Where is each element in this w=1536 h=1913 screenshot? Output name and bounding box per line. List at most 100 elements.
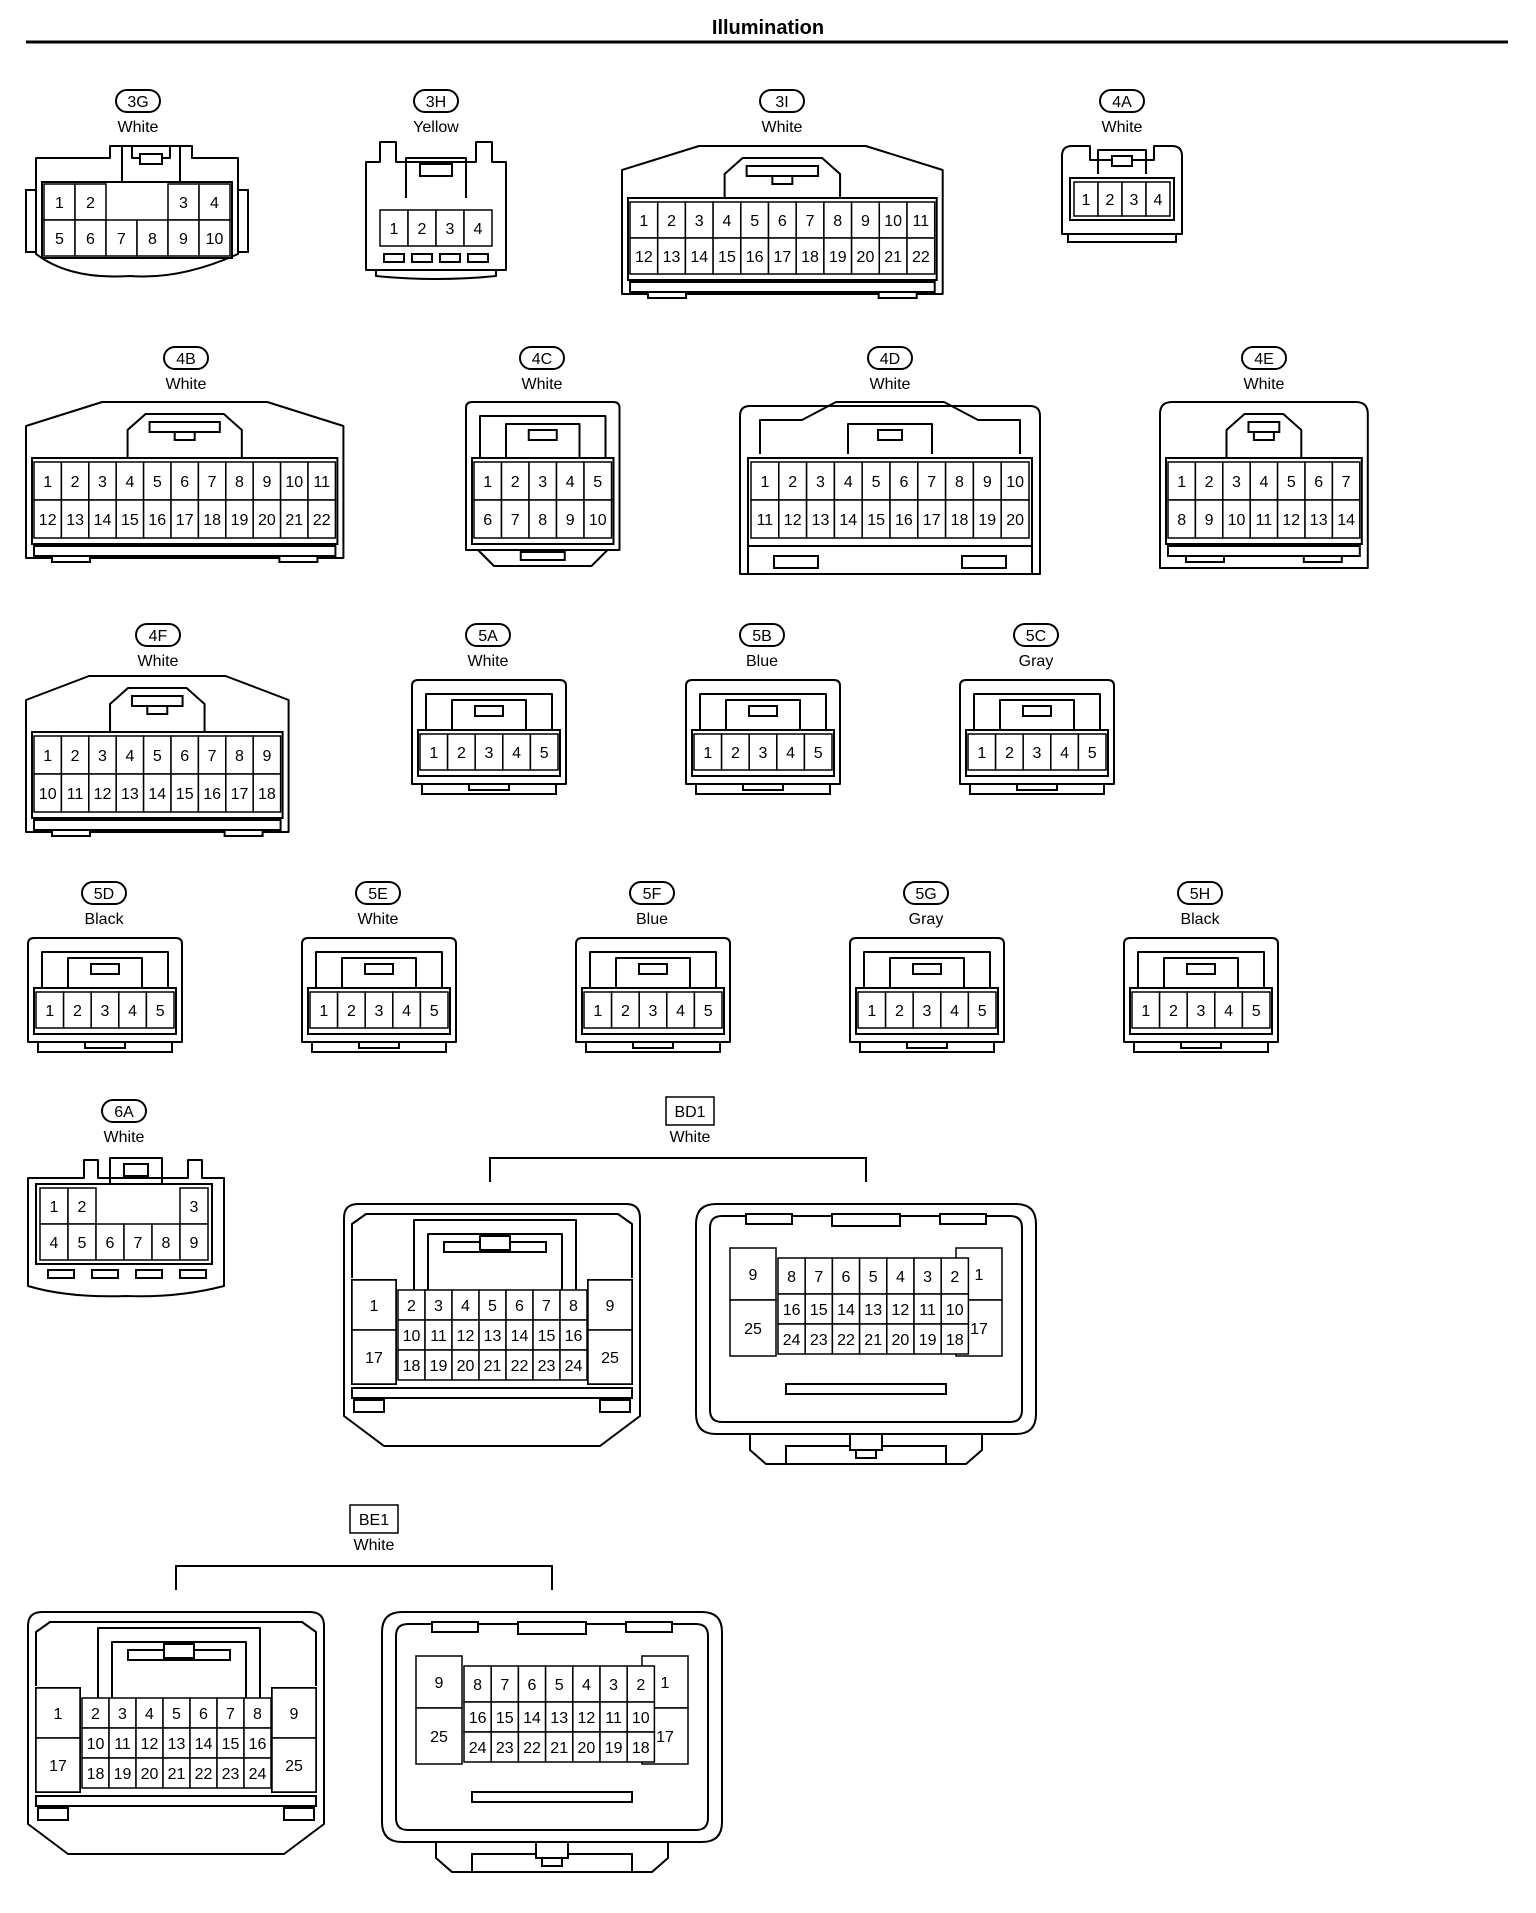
pin-number: 12 <box>94 786 112 803</box>
connector-base <box>629 281 936 293</box>
pin-number: 11 <box>313 474 330 491</box>
connector-latch <box>413 1219 577 1300</box>
pin-number: 13 <box>484 1328 502 1345</box>
pin-cavity <box>544 1665 574 1703</box>
pin-number: 3 <box>649 1003 658 1020</box>
latch-tab <box>419 163 453 177</box>
connector-id: 4B <box>176 351 196 368</box>
pin-cavity <box>478 1289 507 1321</box>
top-rib <box>939 1213 987 1225</box>
connector-id: 4C <box>532 351 552 368</box>
base-foot <box>223 829 264 837</box>
pin-number: 17 <box>773 249 791 266</box>
pin-cavity <box>108 1727 137 1759</box>
base-foot <box>773 555 819 569</box>
pin-cavity <box>583 499 613 539</box>
connector-latch-inner <box>427 1233 563 1300</box>
pin-cavity <box>857 991 887 1029</box>
pin-cavity <box>610 991 640 1029</box>
pin-number: 4 <box>128 1003 137 1020</box>
pin-number: 6 <box>86 231 95 248</box>
pin-number: 1 <box>975 1267 984 1284</box>
pin-cavity <box>1304 499 1334 539</box>
pin-number: 7 <box>226 1706 235 1723</box>
pin-number: 4 <box>512 745 521 762</box>
pin-number: 13 <box>864 1302 882 1319</box>
pin-number: 2 <box>950 1269 959 1286</box>
pin-number: 3 <box>101 1003 110 1020</box>
pin-number: 10 <box>285 474 303 491</box>
pin-cavity <box>115 735 145 775</box>
base-foot <box>51 555 91 563</box>
base-foot <box>1016 783 1058 791</box>
pin-cavity <box>225 499 254 539</box>
latch-tab <box>748 705 778 717</box>
pin-number: 15 <box>810 1302 828 1319</box>
pin-cavity <box>555 499 585 539</box>
pin-number: 5 <box>153 748 162 765</box>
pin-cavity <box>351 1329 397 1385</box>
pin-cavity <box>572 1665 601 1703</box>
pin-number: 11 <box>757 512 774 529</box>
pin-number: 3 <box>434 1298 443 1315</box>
pin-number: 14 <box>148 786 166 803</box>
pin-cavity <box>1000 499 1030 539</box>
pin-number: 1 <box>867 1003 876 1020</box>
pin-number: 5 <box>172 1706 181 1723</box>
pin-number: 21 <box>484 1358 502 1375</box>
pin-number: 18 <box>946 1332 964 1349</box>
pin-number: 22 <box>195 1766 213 1783</box>
pin-number: 23 <box>810 1332 828 1349</box>
pin-number: 16 <box>249 1736 267 1753</box>
terminal-slot <box>135 1269 163 1279</box>
connector-id-pill <box>759 89 805 113</box>
pin-number: 20 <box>1006 512 1024 529</box>
base-foot <box>353 1399 385 1413</box>
pin-number: 18 <box>258 786 276 803</box>
pin-number: 5 <box>593 474 602 491</box>
pin-number: 1 <box>1141 1003 1150 1020</box>
pin-cavity <box>559 1289 588 1321</box>
pin-cavity <box>972 499 1002 539</box>
pin-cavity <box>67 1187 97 1225</box>
connector-color: White <box>358 911 399 928</box>
pin-number: 25 <box>744 1321 762 1338</box>
pin-cavity <box>490 1731 520 1763</box>
pin-cavity <box>179 1223 209 1261</box>
pin-number: 5 <box>872 474 881 491</box>
pin-number: 3 <box>1232 474 1241 491</box>
pin-number: 24 <box>249 1766 267 1783</box>
pin-cavity <box>559 1319 588 1351</box>
pin-number: 3 <box>1197 1003 1206 1020</box>
connector-color: Blue <box>746 653 778 670</box>
pin-number: 3 <box>538 474 547 491</box>
pin-number: 13 <box>550 1710 568 1727</box>
connector-base <box>33 819 282 831</box>
connector-base <box>375 270 497 280</box>
pin-number: 7 <box>208 748 217 765</box>
pin-number: 13 <box>66 512 84 529</box>
connector-shroud <box>41 951 169 988</box>
pin-number: 16 <box>469 1710 487 1727</box>
connector-id: 3H <box>426 94 446 111</box>
connector-base <box>1067 233 1177 243</box>
pin-number: 2 <box>71 748 80 765</box>
page-title: Illumination <box>712 17 824 39</box>
connector-id-pill <box>1177 881 1223 905</box>
pin-cavity <box>197 773 227 813</box>
connector-shroud <box>351 1213 633 1278</box>
terminal-slot <box>411 253 433 263</box>
pin-cavity <box>142 773 172 813</box>
pin-cavity <box>397 1289 426 1321</box>
connector-outline <box>739 405 1041 575</box>
pin-number: 3 <box>98 748 107 765</box>
latch-tab <box>364 963 394 975</box>
pin-number: 6 <box>180 748 189 765</box>
pin-number: 4 <box>461 1298 470 1315</box>
